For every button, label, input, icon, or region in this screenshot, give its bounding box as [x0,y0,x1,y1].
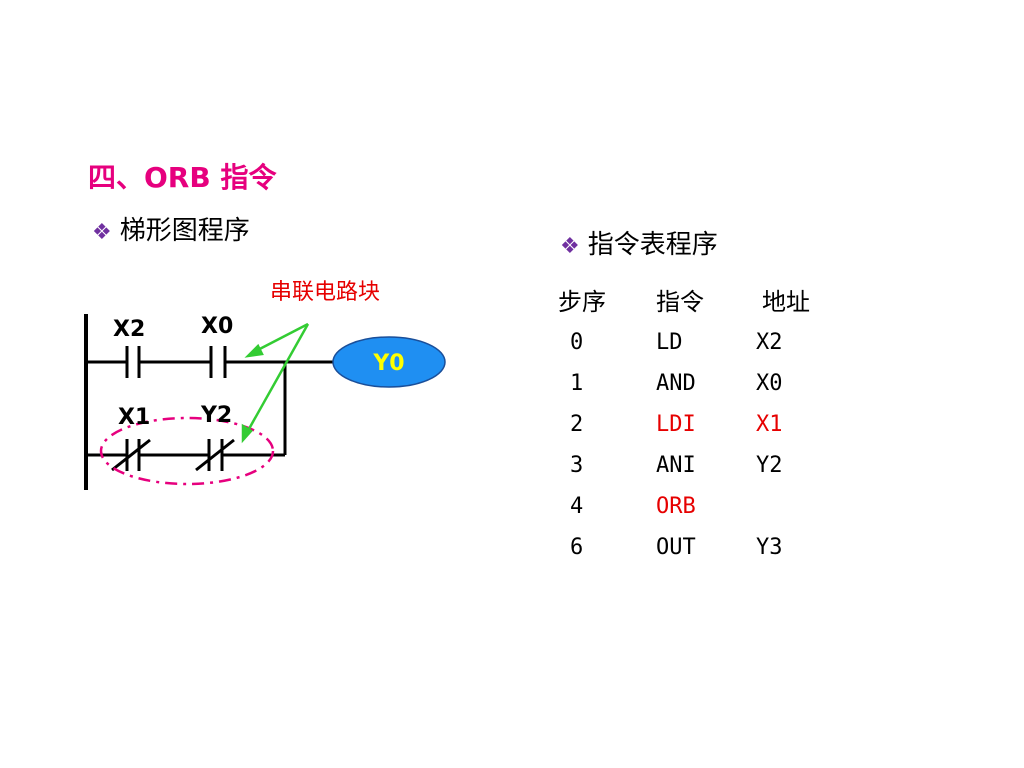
header-op: 指令 [656,288,704,316]
contact-x1 [111,438,151,472]
addr-cell: Y2 [756,453,783,478]
coil-label: Y0 [372,351,404,376]
addr-cell: X2 [756,330,783,355]
table-row: 1 AND X0 [558,363,852,404]
page-title: 四、ORB 指令 [88,161,277,194]
table-row: 6 OUT Y3 [558,527,852,568]
instruction-table: 步序 指令 地址 0 LD X2 1 AND X0 2 LDI X1 3 ANI Y2 4 ORB 6… [558,282,852,568]
step-cell: 0 [570,330,584,355]
op-cell: AND [656,371,696,396]
contact-label: X1 [118,405,150,430]
contact-label: X2 [113,317,145,342]
table-heading-text: 指令表程序 [587,230,718,260]
header-step: 步序 [558,288,606,316]
table-header: 步序 指令 地址 [558,282,852,322]
addr-cell: Y3 [756,535,783,560]
contact-x2 [125,346,141,378]
series-block-highlight [99,416,275,486]
contact-label: X0 [201,314,233,339]
ladder-heading-text: 梯形图程序 [119,216,250,246]
step-cell: 1 [570,371,584,396]
table-heading: ❖ 指令表程序 [560,224,718,261]
contact-y2 [195,438,235,472]
contact-x0 [209,346,227,378]
callout-arrow [241,322,310,444]
table-row: 3 ANI Y2 [558,445,852,486]
op-cell: ANI [656,453,696,478]
table-row: 4 ORB [558,486,852,527]
step-cell: 6 [570,535,584,560]
op-cell: LDI [656,412,696,437]
header-addr: 地址 [762,288,810,316]
output-coil [332,336,446,388]
ladder-heading: ❖ 梯形图程序 [92,210,250,247]
table-row: 0 LD X2 [558,322,852,363]
diamond-bullet-icon: ❖ [92,220,112,245]
series-block-callout: 串联电路块 [270,280,381,305]
op-cell: OUT [656,535,696,560]
step-cell: 3 [570,453,584,478]
step-cell: 4 [570,494,584,519]
table-row: 2 LDI X1 [558,404,852,445]
contact-label: Y2 [200,403,232,428]
addr-cell: X0 [756,371,783,396]
op-cell: LD [656,330,683,355]
op-cell: ORB [656,494,696,519]
addr-cell: X1 [756,412,783,437]
diamond-bullet-icon: ❖ [560,234,580,259]
step-cell: 2 [570,412,584,437]
